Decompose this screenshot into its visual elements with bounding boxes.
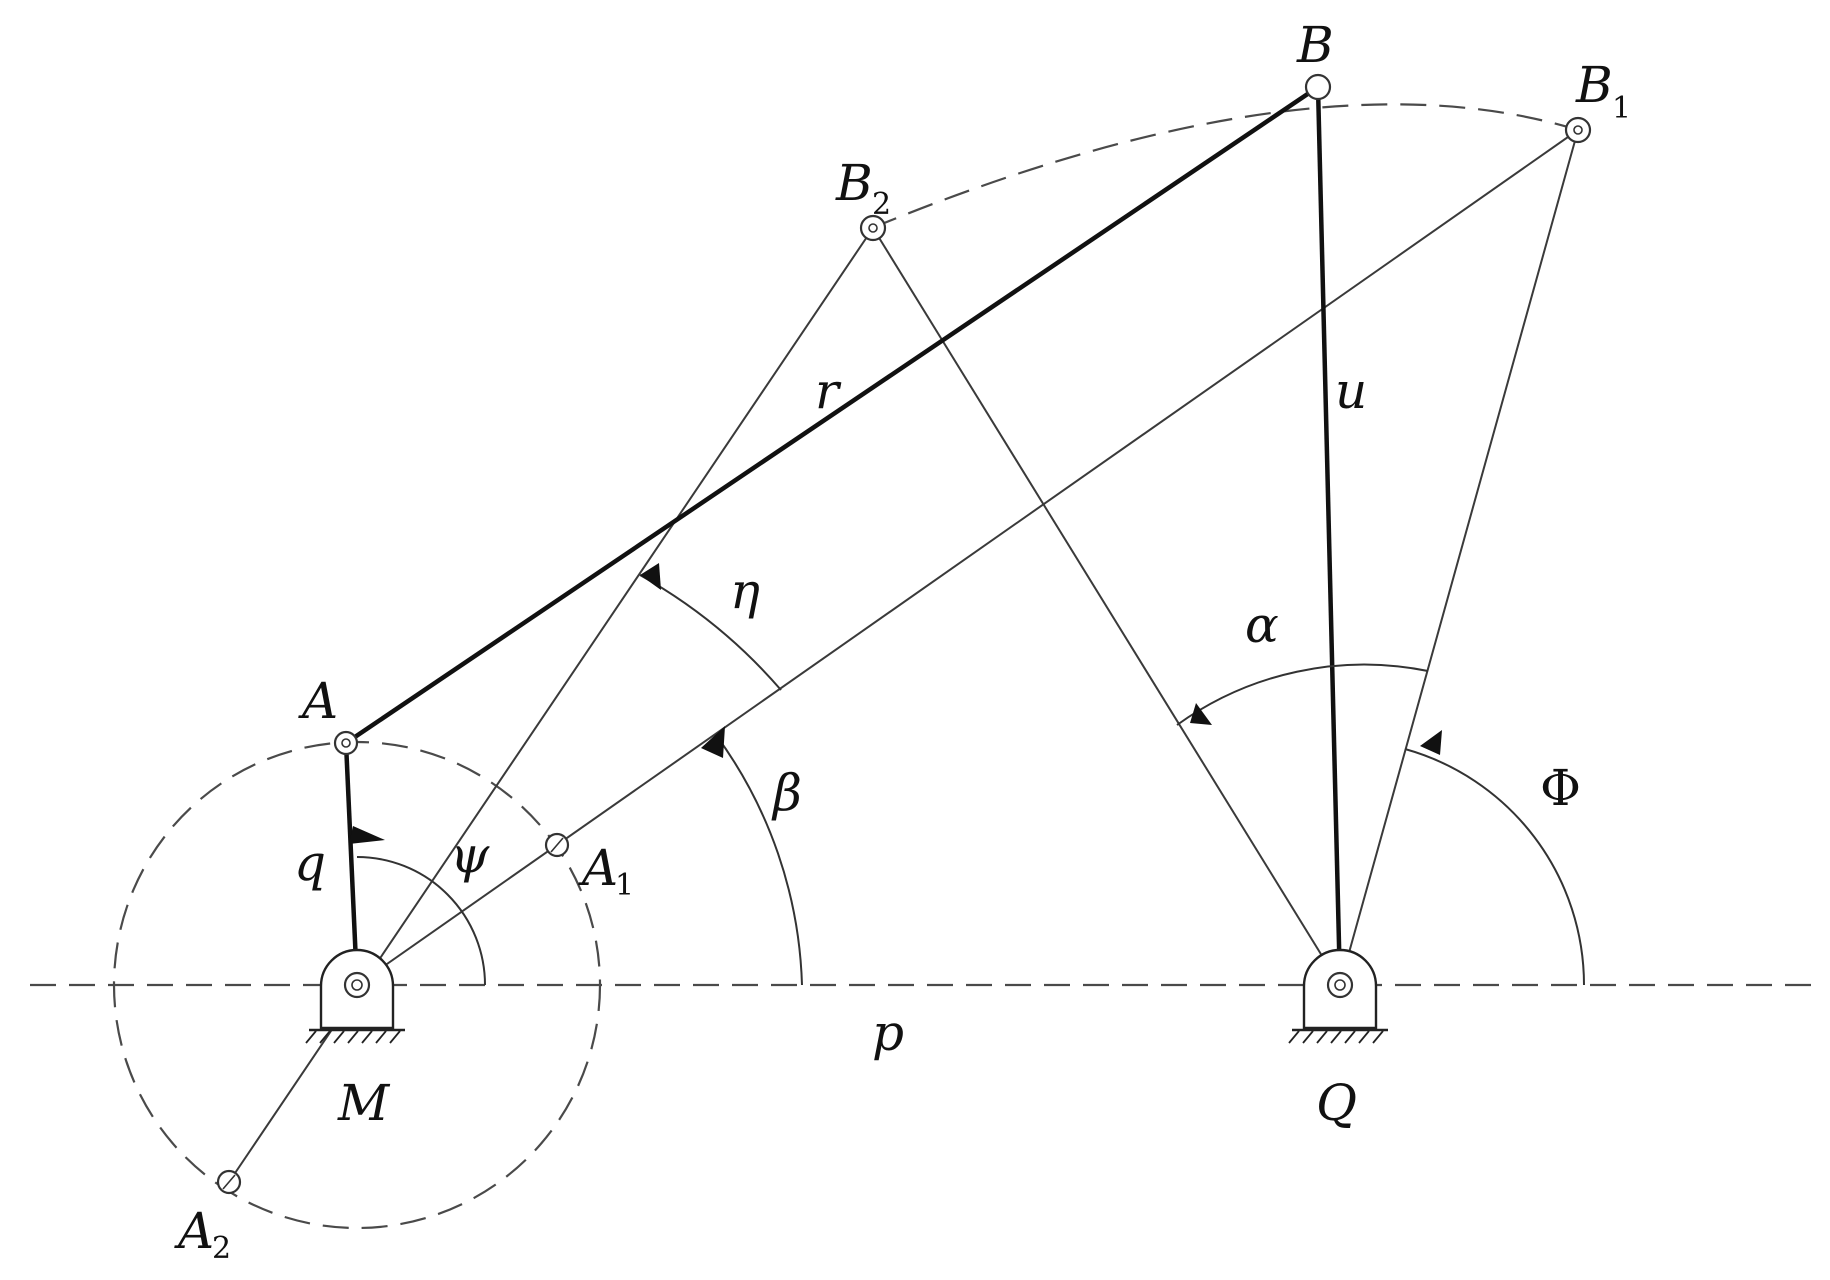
line-q-b1 xyxy=(1339,129,1579,986)
rocker-arc xyxy=(871,103,1579,230)
label-point-a1-subscript: 1 xyxy=(615,868,634,903)
label-point-b1-subscript: 1 xyxy=(1612,91,1631,126)
label-point-a: A xyxy=(298,672,338,730)
joint-b1 xyxy=(1564,116,1592,144)
link-r xyxy=(344,85,1320,745)
label-link-u: u xyxy=(1335,362,1367,420)
label-link-q: q xyxy=(294,834,326,892)
label-angle-beta: β xyxy=(771,764,802,822)
joint-a xyxy=(333,730,359,756)
label-point-b2-subscript: 2 xyxy=(872,187,891,222)
label-link-r: r xyxy=(815,362,842,420)
line-m-b1 xyxy=(356,129,1579,986)
label-point-a2-subscript: 2 xyxy=(212,1231,231,1266)
angle-psi-arrowhead xyxy=(349,826,385,844)
angle-eta-arrowhead xyxy=(640,563,661,590)
angle-alpha-arc xyxy=(1176,663,1429,726)
joint-m xyxy=(343,971,371,999)
link-q xyxy=(343,742,360,986)
angle-alpha-arrowhead xyxy=(1190,703,1212,725)
angle-phi-arc xyxy=(1404,748,1585,986)
line-b2-q xyxy=(872,227,1341,986)
label-point-b: B xyxy=(1296,16,1334,74)
joint-b2 xyxy=(859,214,887,242)
label-angle-eta: η xyxy=(730,562,760,620)
angle-beta-arc xyxy=(715,734,803,986)
label-point-b1: B xyxy=(1575,56,1613,114)
joint-b xyxy=(1304,73,1332,101)
joint-a1 xyxy=(544,832,570,858)
joint-a2 xyxy=(216,1169,242,1195)
angle-beta-arrowhead xyxy=(701,726,725,758)
link-u xyxy=(1315,86,1343,986)
label-point-q: Q xyxy=(1316,1074,1357,1132)
label-point-b2: B xyxy=(835,154,873,212)
label-point-a1: A xyxy=(578,839,618,897)
label-link-p: p xyxy=(872,1004,904,1062)
label-angle-psi: ψ xyxy=(450,826,490,884)
label-point-m: M xyxy=(337,1074,391,1132)
label-angle-alpha: α xyxy=(1245,596,1279,654)
angle-phi-arrowhead xyxy=(1420,730,1442,755)
label-angle-phi: Φ xyxy=(1540,759,1581,817)
joint-q xyxy=(1326,971,1354,999)
angle-psi-arc xyxy=(356,856,486,986)
label-point-a2: A xyxy=(174,1202,214,1260)
